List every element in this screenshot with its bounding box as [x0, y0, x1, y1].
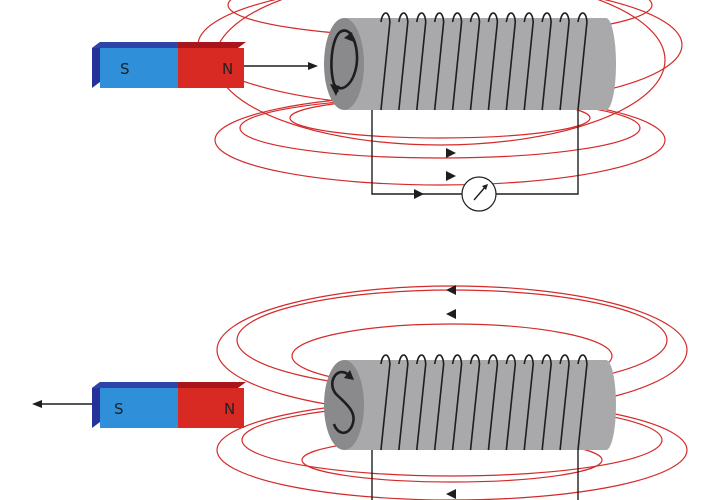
arrowhead	[330, 84, 340, 96]
circuit-top	[371, 110, 579, 212]
bar-magnet-top: S N	[92, 42, 246, 88]
solenoid-bottom	[324, 354, 616, 451]
curved-arrow-icon	[330, 370, 355, 435]
coil-winding	[380, 354, 588, 451]
magnet-south-end-face	[92, 382, 100, 428]
galvanometer	[461, 176, 497, 212]
needle-tip	[482, 184, 488, 190]
field-arrow	[446, 489, 456, 499]
north-pole-label: N	[222, 60, 233, 78]
coil-turn	[451, 354, 463, 451]
south-pole-label: S	[120, 60, 130, 78]
field-arrow	[446, 309, 456, 319]
magnet-south-pole	[100, 388, 178, 428]
coil-turn	[415, 354, 427, 451]
current-arrow	[414, 189, 424, 199]
arrowhead	[344, 370, 354, 380]
coil-turn	[487, 354, 499, 451]
field-arrow	[446, 285, 456, 295]
magnet-north-top-face	[178, 382, 246, 388]
coil-turn	[523, 354, 535, 451]
coil-turn	[398, 12, 409, 111]
south-pole-label: S	[114, 400, 124, 418]
circuit-wire	[496, 110, 579, 195]
magnet-south-top-face	[92, 42, 178, 48]
bar-magnet-bottom: S N	[92, 382, 246, 428]
motion-arrow-bottom	[32, 400, 100, 408]
coil-turn	[541, 12, 552, 111]
magnet-north-pole	[178, 48, 244, 88]
motion-arrow-top	[240, 62, 318, 70]
coil-turn	[380, 354, 391, 451]
coil-turn	[577, 12, 588, 111]
magnet-south-pole	[100, 48, 178, 88]
magnet-south-end-face	[92, 42, 100, 88]
coil-turn	[469, 354, 481, 451]
coil-turn	[380, 12, 391, 111]
coil-turn	[505, 12, 517, 111]
coil-turn	[487, 12, 499, 111]
coil-turn	[433, 12, 445, 111]
coil-turn	[469, 12, 481, 111]
coil-turn	[523, 12, 535, 111]
field-arrow	[446, 148, 456, 158]
core-right-end	[596, 360, 616, 450]
core-right-end	[596, 18, 616, 110]
circuit-bottom	[371, 450, 579, 500]
solenoid-top	[324, 12, 616, 111]
panel-bottom: S N	[32, 285, 688, 500]
panel-top: S N	[92, 0, 683, 212]
coil-turn	[559, 354, 570, 451]
circuit-wire	[371, 110, 462, 195]
coil-turn	[398, 354, 409, 451]
arrowhead	[32, 400, 42, 408]
arrowhead	[344, 32, 354, 42]
coil-turn	[541, 354, 552, 451]
coil-turn	[433, 354, 445, 451]
field-arrow	[446, 171, 456, 181]
coil-turn	[577, 354, 588, 451]
coil-turn	[559, 12, 570, 111]
magnet-south-top-face	[92, 382, 178, 388]
coil-turn	[415, 12, 427, 111]
magnet-north-pole	[178, 388, 244, 428]
magnet-north-top-face	[178, 42, 246, 48]
galvanometer-needle	[473, 185, 487, 201]
coil-winding	[380, 12, 588, 111]
coil-turn	[505, 354, 517, 451]
coil-turn	[451, 12, 463, 111]
arrowhead	[308, 62, 318, 70]
north-pole-label: N	[224, 400, 235, 418]
